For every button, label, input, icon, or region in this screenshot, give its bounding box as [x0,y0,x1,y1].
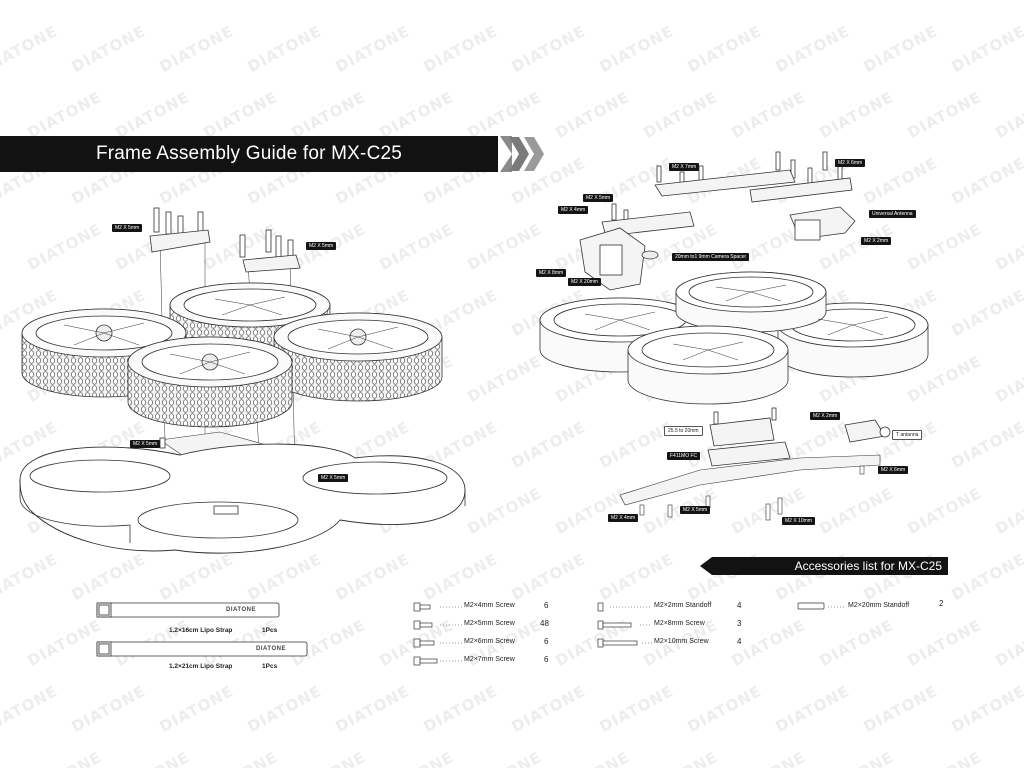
label-m2x5-lower-right: M2 X 5mm [318,474,349,482]
label-m2x6-lower: M2 X 6mm [878,466,909,474]
label-m2x10: M2 X 10mm [782,517,815,525]
accessories-title: Accessories list for MX-C25 [794,559,942,573]
acc-item-2-name: M2×5mm Screw [464,620,515,627]
acc-item-7-name: M2×10mm Screw [654,638,709,645]
acc-item-5-qty: 4 [737,601,742,610]
label-m2x2-top: M2 X 2mm [861,237,892,245]
label-universal-antenna: Universal Antenna [869,210,916,218]
label-m2x5-right: M2 X 5mm [583,194,614,202]
acc-item-1-name: M2×4mm Screw [464,602,515,609]
acc-item-3-qty: 6 [544,637,549,646]
strap-2-brand: DIATONE [256,646,286,652]
label-m2x4-lower: M2 X 4mm [608,514,639,522]
standoff-icon-20mm [797,602,825,610]
label-camera-spacer: 20mm to1 9mm Camera Spacer [672,253,750,261]
acc-item-3-name: M2×6mm Screw [464,638,515,645]
acc-item-4-name: M2×7mm Screw [464,656,515,663]
acc-item-5-name: M2×2mm Standoff [654,602,712,609]
screw-icon-6mm [413,638,435,648]
label-tantenna: T antanna [892,430,923,440]
acc-item-2-qty: 48 [540,619,549,628]
strap-1-qty: 1Pcs [262,627,278,634]
screw-icon-10mm [597,638,638,648]
accessories-banner: Accessories list for MX-C25 [700,557,948,575]
label-m2x5-lower-left: M2 X 5mm [130,440,161,448]
standoff-icon-2mm [597,602,604,612]
acc-item-7-qty: 4 [737,637,742,646]
page-title: Frame Assembly Guide for MX-C25 [95,143,403,164]
screw-icon-4mm [413,602,431,612]
strap-2-caption: 1.2×21cm Lipo Strap [169,663,233,670]
label-fc: F411MO FC [667,452,701,460]
electronics-stack [707,407,891,467]
screw-icon-7mm [413,656,438,666]
screw-icon-8mm [597,620,632,630]
acc-item-6-name: M2×8mm Screw [654,620,705,627]
bottom-arm-plate [619,454,881,521]
label-m2x20: M2 X 20mm [568,278,601,286]
acc-item-8-name: M2×20mm Standoff [848,602,910,609]
bottom-guard [19,443,466,554]
label-m2x5-top-left: M2 X 5mm [112,224,143,232]
label-stack-adapter: 25.5 to 20mm [664,426,703,436]
strap-1-brand: DIATONE [226,607,256,613]
screw-icon-5mm [413,620,433,630]
label-m2x8: M2 X 8mm [536,269,567,277]
label-m2x4-right: M2 X 4mm [558,206,589,214]
label-m2x6-top: M2 X 6mm [835,159,866,167]
acc-item-6-qty: 3 [737,619,742,628]
label-m2x5-top-right: M2 X 5mm [306,242,337,250]
strap-2-qty: 1Pcs [262,663,278,670]
acc-item-8-qty: 2 [939,599,944,608]
label-m2x5-lower: M2 X 5mm [680,506,711,514]
title-banner: Frame Assembly Guide for MX-C25 [0,136,512,172]
label-m2x2-lower: M2 X 2mm [810,412,841,420]
acc-item-4-qty: 6 [544,655,549,664]
acc-item-1-qty: 6 [544,601,549,610]
strap-1-caption: 1.2×16cm Lipo Strap [169,627,233,634]
label-m2x7: M2 X 7mm [669,163,700,171]
